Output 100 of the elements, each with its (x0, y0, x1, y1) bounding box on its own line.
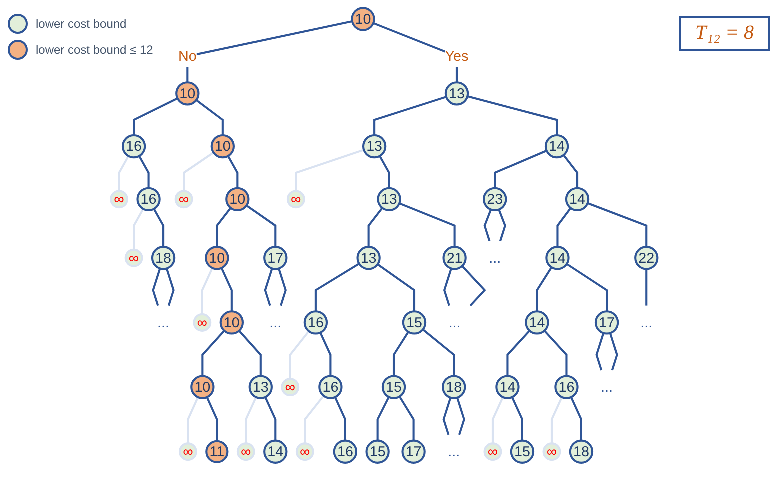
node-circle: 16 (122, 134, 146, 159)
node-text: ... (158, 314, 170, 330)
node-circle: 10 (220, 310, 244, 335)
connector (587, 202, 648, 248)
node-circle: ∞ (178, 442, 198, 462)
connector (216, 208, 232, 248)
node-text: ... (448, 443, 460, 460)
connector (206, 396, 218, 442)
connector (443, 268, 452, 306)
node-circle: 18 (151, 246, 176, 270)
connector (133, 208, 144, 250)
connector (484, 209, 492, 242)
connector (392, 332, 410, 376)
node-circle: ∞ (124, 248, 144, 268)
connector (399, 202, 456, 248)
node-circle: 14 (525, 310, 550, 335)
connector (377, 264, 416, 312)
node-circle: ∞ (484, 442, 502, 462)
node-circle: 21 (442, 246, 467, 270)
connector (183, 152, 214, 192)
connector (562, 154, 579, 188)
node-circle: 16 (318, 375, 343, 400)
connector (314, 263, 360, 312)
node-circle: 15 (382, 375, 406, 400)
node-text: ... (270, 314, 282, 330)
connector (511, 396, 524, 441)
connector (506, 330, 531, 376)
node-circle: 13 (248, 375, 273, 400)
connector (456, 398, 466, 436)
node-circle: 13 (356, 246, 381, 270)
connector (238, 330, 262, 376)
connector (304, 395, 325, 444)
node-circle: 10 (190, 375, 215, 400)
connector (467, 96, 558, 136)
node-circle: ∞ (236, 442, 256, 462)
node-circle: ∞ (542, 442, 562, 462)
node-circle: 14 (544, 134, 570, 159)
node-circle: 11 (206, 440, 229, 464)
connector (373, 22, 458, 83)
node-text: ... (489, 249, 502, 266)
node-circle: 14 (546, 246, 570, 270)
node-circle: 13 (444, 82, 470, 106)
connector (544, 330, 568, 376)
node-circle: ∞ (286, 190, 306, 209)
connector (492, 396, 504, 444)
connector (498, 209, 506, 242)
connector (196, 99, 224, 136)
node-circle: 14 (565, 187, 590, 212)
node-circle: 16 (333, 440, 358, 464)
edge-label: Yes (445, 48, 469, 64)
node-circle: ∞ (296, 442, 314, 462)
connector (201, 268, 214, 315)
node-text: ... (601, 378, 614, 395)
connector (220, 268, 233, 312)
connector (264, 268, 274, 306)
connector (166, 268, 175, 306)
node-circle: 14 (264, 440, 288, 464)
node-circle: 10 (176, 82, 200, 106)
edge-label: No (178, 48, 197, 64)
connector (202, 330, 226, 376)
connector (596, 332, 605, 371)
connector (550, 396, 564, 444)
connector (374, 96, 447, 136)
node-circle: 10 (205, 246, 230, 270)
legend-label: lower cost bound ≤ 12 (36, 43, 154, 57)
node-circle: 13 (362, 134, 387, 159)
connector (245, 396, 258, 444)
node-circle: 10 (351, 7, 376, 32)
legend-label: lower cost bound (36, 17, 127, 31)
connector (646, 269, 648, 306)
node-circle: 16 (136, 187, 161, 212)
node-circle: 15 (366, 440, 390, 464)
connector (153, 208, 165, 248)
connector (320, 332, 332, 376)
node-circle: 16 (554, 375, 579, 400)
node-circle: ∞ (193, 314, 212, 332)
connector (376, 396, 390, 441)
node-circle: 15 (402, 310, 427, 335)
connector (227, 156, 239, 188)
connector (398, 396, 415, 441)
node-circle: 18 (442, 375, 466, 400)
node-text: ... (448, 314, 461, 330)
connector (246, 204, 277, 248)
connector (295, 149, 364, 192)
connector (152, 268, 162, 306)
node-circle: 16 (304, 310, 328, 335)
node-circle: 17 (264, 246, 288, 270)
connector (368, 208, 384, 248)
node-circle: 15 (510, 440, 535, 464)
connector (133, 98, 178, 136)
connector (379, 156, 390, 188)
connector (334, 396, 346, 441)
node-circle: ∞ (281, 378, 300, 397)
node-circle: 10 (226, 187, 250, 212)
node-text: ... (640, 314, 653, 330)
formula-label: T₁₂ = 8 (679, 16, 770, 51)
connector (442, 398, 452, 436)
connector (186, 20, 353, 83)
node-circle: 17 (594, 310, 620, 335)
node-circle: 10 (210, 134, 235, 159)
